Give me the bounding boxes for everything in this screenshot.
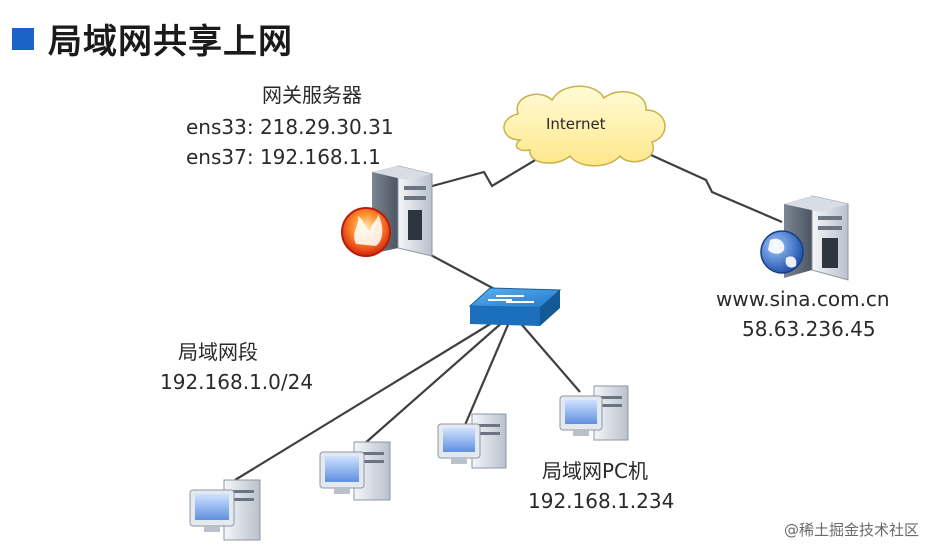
link-switch-pc4	[515, 317, 581, 393]
lan-cidr: 192.168.1.0/24	[160, 370, 314, 394]
lan-name: 局域网段	[178, 340, 258, 364]
watermark: @稀土掘金技术社区	[783, 521, 919, 539]
pc-icon-3	[437, 413, 507, 469]
gateway-ens33: ens33: 218.29.30.31	[186, 115, 394, 139]
link-gateway-internet	[424, 149, 553, 190]
link-switch-pc1	[234, 317, 501, 481]
title-bullet-icon	[12, 27, 34, 50]
internet-label: Internet	[546, 115, 606, 133]
link-internet-webserver	[639, 148, 783, 224]
link-switch-pc3	[463, 319, 512, 426]
link-switch-pc2	[354, 319, 506, 453]
gateway-name: 网关服务器	[262, 83, 362, 107]
pc-ip: 192.168.1.234	[528, 489, 675, 513]
pc-name: 局域网PC机	[542, 459, 649, 483]
web-server-domain: www.sina.com.cn	[716, 287, 890, 311]
web-server-icon	[784, 195, 849, 281]
pc-icon-4	[559, 385, 629, 441]
globe-icon	[760, 230, 804, 274]
internet-cloud	[503, 85, 666, 167]
pc-icon-2	[319, 441, 391, 501]
title-text: 局域网共享上网	[48, 22, 293, 62]
slide-title: 局域网共享上网	[12, 14, 293, 63]
connection-lines	[234, 148, 783, 481]
firewall-icon	[341, 207, 391, 257]
web-server-ip: 58.63.236.45	[742, 317, 876, 341]
switch-icon	[468, 287, 562, 326]
pc-icon-1	[189, 479, 261, 541]
gateway-ens37: ens37: 192.168.1.1	[186, 145, 381, 169]
